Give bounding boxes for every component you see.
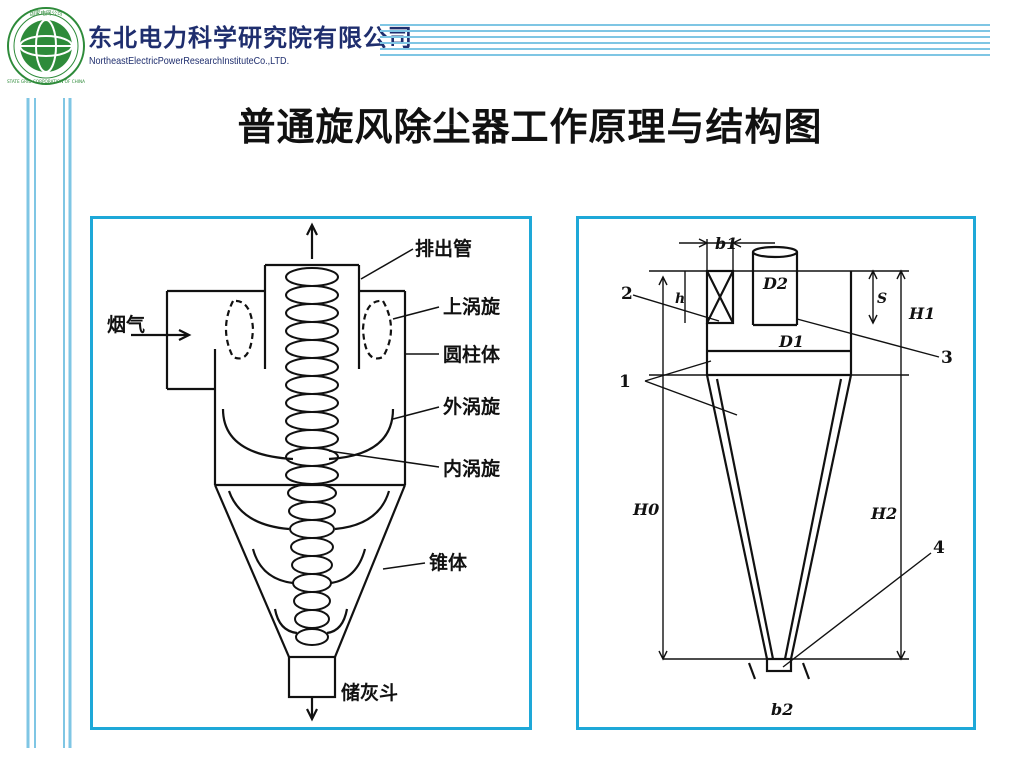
- dim-H1: H1: [908, 304, 935, 323]
- working-principle-svg: 排出管 上涡旋 圆柱体 外涡旋 内涡旋 锥体 储灰斗 烟气: [107, 222, 501, 722]
- dim-b2: b2: [771, 700, 793, 719]
- header: 国家电网公司 STATE GRID CORPORATION OF CHINA 东…: [0, 0, 1024, 90]
- label-cone: 锥体: [429, 551, 468, 574]
- working-principle-diagram: 排出管 上涡旋 圆柱体 外涡旋 内涡旋 锥体 储灰斗 烟气: [90, 216, 532, 730]
- page-title: 普通旋风除尘器工作原理与结构图: [237, 104, 823, 149]
- dim-H0: H0: [632, 500, 659, 519]
- dim-H2: H2: [870, 504, 897, 523]
- label-upper-vortex: 上涡旋: [443, 295, 501, 318]
- company-name-en: NortheastElectricPowerResearchInstituteC…: [89, 55, 290, 67]
- part-number-3: 3: [941, 348, 953, 368]
- logo-top-text: 国家电网公司: [29, 9, 62, 17]
- dim-h: h: [675, 291, 685, 307]
- left-decorative-bars: [26, 98, 72, 748]
- structure-dimension-svg: b1 D2 D1 h S H1 H0 H2 b2 2 1 3 4: [619, 234, 953, 719]
- header-decorative-lines: [380, 24, 990, 56]
- company-name-cn: 东北电力科学研究院有限公司: [88, 24, 413, 52]
- part-number-4: 4: [933, 538, 945, 558]
- dim-D1: D1: [778, 332, 804, 351]
- part-number-1: 1: [619, 372, 631, 392]
- label-flue-gas: 烟气: [107, 313, 145, 336]
- state-grid-logo-icon: 国家电网公司 STATE GRID CORPORATION OF CHINA: [7, 7, 85, 85]
- label-exhaust-pipe: 排出管: [415, 237, 472, 260]
- label-cylinder: 圆柱体: [443, 343, 501, 366]
- structure-dimension-diagram: b1 D2 D1 h S H1 H0 H2 b2 2 1 3 4: [576, 216, 976, 730]
- dim-b1: b1: [715, 234, 737, 253]
- label-ash-hopper: 储灰斗: [341, 681, 398, 704]
- label-inner-vortex: 内涡旋: [443, 457, 501, 480]
- logo-ring-text: STATE GRID CORPORATION OF CHINA: [7, 79, 85, 84]
- part-number-2: 2: [621, 284, 633, 304]
- label-outer-vortex: 外涡旋: [443, 395, 501, 418]
- dim-S: S: [877, 291, 887, 307]
- inner-vortex-spiral: [285, 267, 339, 646]
- dim-D2: D2: [762, 274, 788, 293]
